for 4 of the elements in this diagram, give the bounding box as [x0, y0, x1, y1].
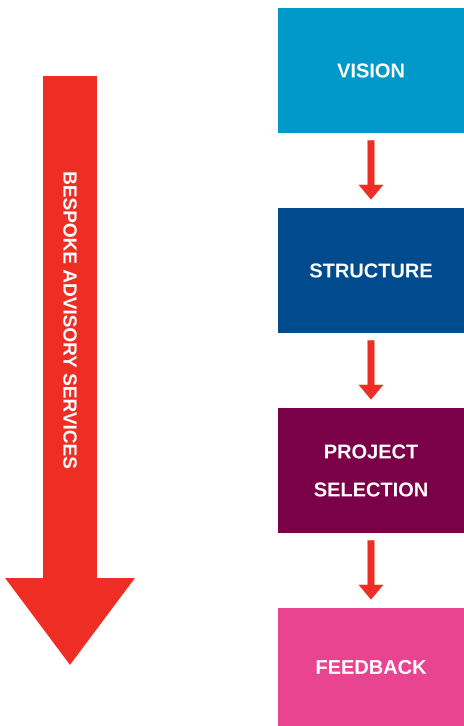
process-box: FEEDBACK	[278, 608, 464, 726]
process-box: VISION	[278, 8, 464, 133]
process-box: STRUCTURE	[278, 208, 464, 333]
process-box: PROJECT SELECTION	[278, 408, 464, 533]
